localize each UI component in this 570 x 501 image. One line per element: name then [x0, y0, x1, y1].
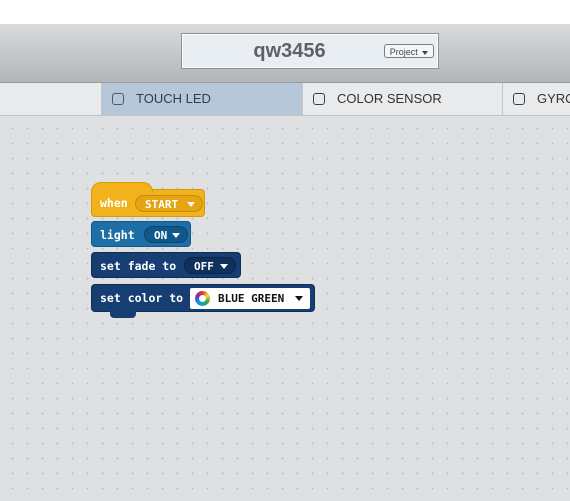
dropdown-value: OFF	[194, 260, 214, 273]
chevron-down-icon	[187, 202, 195, 207]
when-start-block[interactable]: when START	[91, 182, 205, 217]
tab-color-sensor[interactable]: COLOR SENSOR	[303, 83, 503, 115]
project-title[interactable]: qw3456	[253, 40, 326, 62]
led-icon	[112, 93, 124, 105]
project-menu-label: Project	[389, 47, 418, 57]
set-fade-block[interactable]: set fade to OFF	[91, 252, 241, 278]
start-dropdown[interactable]: START	[135, 195, 203, 212]
tab-label: COLOR SENSOR	[337, 91, 442, 106]
project-name-box[interactable]: qw3456 Project	[181, 33, 439, 69]
block-keyword: light	[100, 228, 135, 242]
chevron-down-icon	[220, 264, 228, 269]
dropdown-value: BLUE GREEN	[218, 292, 285, 305]
color-dropdown[interactable]: BLUE GREEN	[190, 288, 310, 309]
chevron-down-icon	[172, 233, 180, 238]
tab-blank	[0, 83, 102, 115]
block-keyword: set color to	[100, 291, 184, 305]
light-block[interactable]: light ON	[91, 221, 191, 247]
chevron-down-icon	[295, 296, 303, 301]
caret-down-icon	[422, 50, 429, 55]
tab-label: TOUCH LED	[136, 91, 211, 106]
tab-label: GYRO	[537, 91, 570, 106]
color-wheel-icon	[195, 291, 210, 306]
dropdown-value: ON	[154, 229, 168, 242]
device-tab-bar: TOUCH LED COLOR SENSOR GYRO	[0, 83, 570, 116]
dropdown-value: START	[145, 198, 179, 211]
tab-touch-led[interactable]: TOUCH LED	[102, 83, 303, 115]
header-bar: qw3456 Project	[0, 24, 570, 83]
gyro-icon	[513, 93, 525, 105]
block-keyword: set fade to	[100, 259, 177, 273]
fade-dropdown[interactable]: OFF	[184, 257, 236, 274]
top-strip	[0, 0, 570, 24]
block-workspace[interactable]: when START light ON set fade to OFF set …	[0, 116, 570, 501]
tab-gyro[interactable]: GYRO	[503, 83, 570, 115]
sensor-icon	[313, 93, 325, 105]
project-menu-button[interactable]: Project	[384, 44, 434, 58]
block-keyword: when	[100, 196, 128, 210]
light-dropdown[interactable]: ON	[144, 226, 188, 243]
set-color-block[interactable]: set color to BLUE GREEN	[91, 284, 315, 318]
